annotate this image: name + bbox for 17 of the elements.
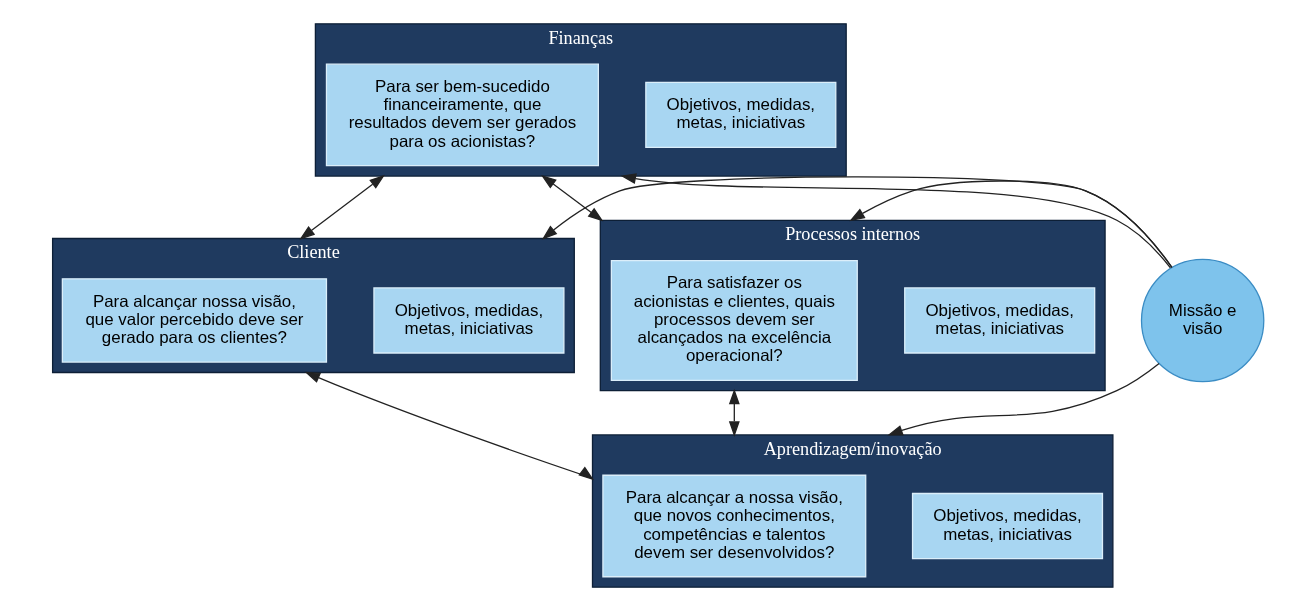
arrow [541, 176, 1172, 269]
arrow [886, 362, 1160, 436]
arrow [620, 173, 1171, 269]
arrow [304, 371, 594, 481]
node-box: Objetivos, medidas, metas, iniciativas [903, 287, 1095, 354]
arrow [540, 174, 603, 222]
arrow [298, 174, 385, 240]
node-box: Para alcançar nossa visão, que valor percebido deve ser gerado para os clientes? [61, 278, 327, 363]
node-box: Objetivos, medidas, metas, iniciativas [911, 492, 1103, 560]
node-box: Para satisfazer os acionistas e clientes, quais processos devem ser alcançados na excelência operacional? [610, 259, 858, 381]
node-box: Objetivos, medidas, metas, iniciativas [644, 81, 836, 149]
node-circle: Missão e visão [1140, 258, 1264, 383]
node-box: Para ser bem-sucedido financeiramente, que resultados devem ser gerados para os acionistas? [325, 63, 599, 167]
arrow [728, 388, 740, 437]
node-box: Objetivos, medidas, metas, iniciativas [372, 287, 565, 354]
arrow [848, 180, 1172, 269]
node-box: Para alcançar a nossa visão, que novos conhecimentos, competências e talentos devem ser desenvolvidos? [601, 474, 866, 578]
